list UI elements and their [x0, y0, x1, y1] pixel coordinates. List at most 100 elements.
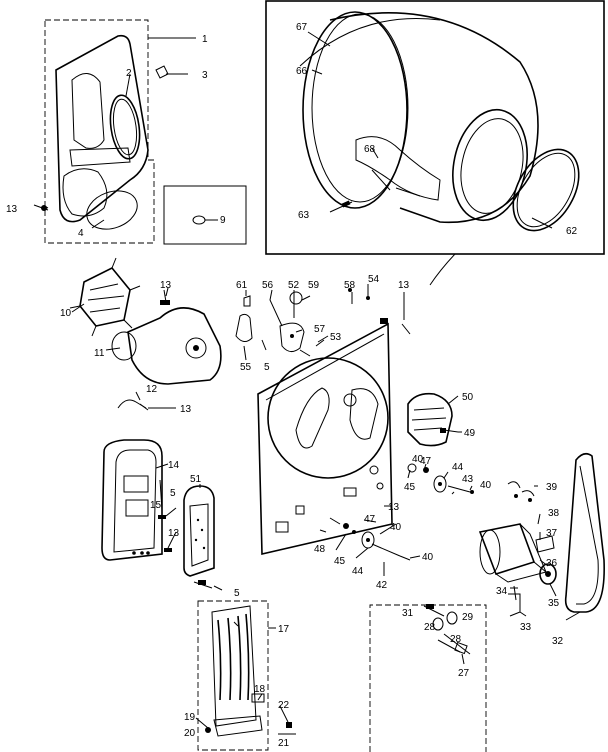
callout-11: 11	[94, 348, 105, 359]
callout-68: 68	[364, 144, 376, 155]
door-screw	[33, 204, 49, 211]
callout-12: 12	[146, 384, 158, 395]
bulkhead-brackets	[279, 291, 325, 357]
drum-baffle-screw	[329, 200, 353, 213]
callout-49: 49	[464, 428, 476, 439]
callout-59: 59	[308, 280, 320, 291]
callout-14: 14	[168, 460, 180, 471]
callout-1: 1	[202, 34, 208, 45]
callout-45: 45	[334, 556, 346, 567]
callout-45: 45	[404, 482, 416, 493]
blower-housing	[111, 307, 222, 385]
callout-13: 13	[6, 204, 18, 215]
callouts: 1 2 3 13 4 9 67 66 68 63 62 10 11 13 12 …	[6, 22, 578, 749]
callout-3: 3	[202, 70, 208, 81]
drum-seal-ring	[512, 148, 580, 232]
motor-mount	[508, 585, 521, 617]
callout-32: 32	[552, 636, 564, 647]
callout-40: 40	[480, 480, 492, 491]
heater-element	[211, 605, 263, 737]
thermostat-parts	[423, 604, 471, 655]
callout-53: 53	[330, 332, 342, 343]
callout-18: 18	[254, 684, 266, 695]
callout-20: 20	[184, 728, 196, 739]
callout-13: 13	[388, 502, 400, 513]
callout-13: 13	[168, 528, 180, 539]
blower-wheel	[69, 257, 141, 337]
callout-35: 35	[548, 598, 560, 609]
callout-13: 13	[180, 404, 192, 415]
lint-duct	[101, 439, 163, 561]
callout-47: 47	[420, 456, 432, 467]
heater-thermostat	[251, 693, 265, 703]
bulkhead-clips	[348, 288, 411, 335]
drum	[299, 11, 539, 224]
callout-55: 55	[240, 362, 252, 373]
callout-17: 17	[278, 624, 290, 635]
motor-pulley	[539, 563, 557, 585]
motor-switch	[535, 535, 555, 553]
callout-40: 40	[390, 522, 402, 533]
callout-44: 44	[452, 462, 464, 473]
idler-parts-upper	[407, 463, 474, 494]
callout-9: 9	[220, 215, 226, 226]
drum-group-box	[265, 0, 605, 255]
callout-2: 2	[126, 68, 132, 79]
drive-motor	[478, 523, 547, 583]
callout-57: 57	[314, 324, 326, 335]
callout-44: 44	[352, 566, 364, 577]
callout-56: 56	[262, 280, 274, 291]
door-hinge	[155, 65, 169, 79]
lint-screen	[183, 485, 215, 577]
terminal-clip	[117, 399, 149, 411]
callout-5: 5	[264, 362, 270, 373]
callout-38: 38	[548, 508, 560, 519]
callout-63: 63	[298, 210, 310, 221]
callout-43: 43	[462, 474, 474, 485]
thermostat-group-box	[369, 604, 487, 752]
callout-27: 27	[458, 668, 470, 679]
blower-screw	[160, 289, 170, 305]
heater-screws	[205, 722, 296, 735]
filter-screw	[440, 428, 459, 433]
callout-21: 21	[278, 738, 290, 749]
heater-group-box	[197, 600, 269, 751]
callout-36: 36	[546, 558, 558, 569]
callout-40: 40	[422, 552, 434, 563]
callout-58: 58	[344, 280, 356, 291]
callout-34: 34	[496, 586, 508, 597]
door-gasket	[109, 94, 141, 160]
callout-50: 50	[462, 392, 474, 403]
callout-13: 13	[160, 280, 172, 291]
callout-54: 54	[368, 274, 380, 285]
door-group-box	[44, 19, 155, 244]
callout-4: 4	[78, 228, 84, 239]
callout-48: 48	[314, 544, 326, 555]
callout-22: 22	[278, 700, 290, 711]
callout-62: 62	[566, 226, 578, 237]
callout-51: 51	[190, 474, 202, 485]
exhaust-filter	[407, 392, 453, 447]
callout-52: 52	[288, 280, 300, 291]
callout-10: 10	[60, 308, 72, 319]
duct-screws	[158, 515, 172, 552]
callout-5: 5	[170, 488, 176, 499]
screen-screw	[193, 580, 213, 589]
callout-13: 13	[398, 280, 410, 291]
callout-61: 61	[236, 280, 248, 291]
callout-42: 42	[376, 580, 388, 591]
callout-39: 39	[546, 482, 558, 493]
door-panel	[55, 34, 149, 223]
callout-33: 33	[520, 622, 532, 633]
motor-clamps	[507, 481, 535, 502]
callout-15: 15	[150, 500, 162, 511]
callout-5: 5	[234, 588, 240, 599]
callout-29: 29	[462, 612, 474, 623]
rear-bulkhead	[257, 322, 393, 555]
bulkhead-light-socket	[235, 295, 253, 342]
callout-66: 66	[296, 66, 308, 77]
callout-40: 40	[412, 454, 424, 465]
callout-37: 37	[546, 528, 558, 539]
callout-67: 67	[296, 22, 308, 33]
